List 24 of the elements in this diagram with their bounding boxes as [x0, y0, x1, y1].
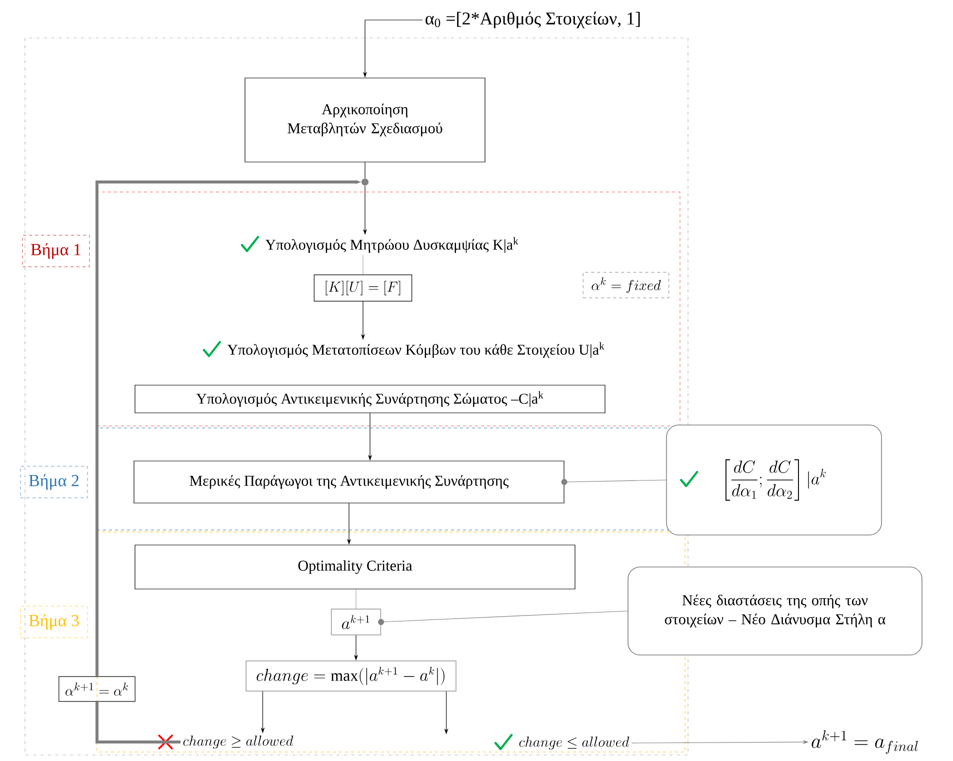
- step-text: Υπολογισμός Μητρώου Δυσκαμψίας K|a$^{k}$: [265, 237, 518, 253]
- process-box: Αρχικοποίηση Μεταβλητών Σχεδιασμού: [244, 78, 486, 162]
- step-text: Υπολογισμός Μετατοπίσεων Κόμβων του κάθε Στοιχείου U|a$^{k}$: [227, 342, 604, 358]
- formula-text: α$_{0}$ =[2*Αριθμός Στοιχείων, 1]: [426, 12, 640, 28]
- connector-line: [564, 480, 666, 482]
- condition-text: $change \geq allowed$: [183, 736, 294, 749]
- connector-line: [96, 702, 181, 744]
- condition-text: $change \leq allowed$: [519, 736, 630, 750]
- process-box: Υπολογισμός Αντικειμενικής Συνάρτησης Σώματος –C|a$^{k}$: [134, 384, 606, 414]
- variable-box: $a^{k+1}$: [331, 608, 384, 636]
- step-label: Βήμα 1: [22, 235, 90, 268]
- callout: $\left[\frac{dC}{d\alpha_1};\frac{dC}{d\alpha_2}\right]|a^{k}$: [666, 424, 882, 536]
- note-box: $\alpha^{k} = fixed$: [582, 272, 670, 298]
- process-box: Μερικές Παράγωγοι της Αντικειμενικής Συνάρτησης: [134, 460, 568, 504]
- process-box: Optimality Criteria: [134, 544, 576, 590]
- connector-line: [362, 254, 364, 275]
- result-formula: $a^{k+1} = a_{final}$: [812, 730, 918, 754]
- step-label: Βήμα 2: [20, 466, 88, 498]
- step-label: Βήμα 3: [20, 606, 88, 638]
- callout: Νέες διαστάσεις της οπής των στοιχείων – Νέο Διάνυσμα Στήλη α: [628, 566, 922, 656]
- connector-line: [364, 162, 366, 179]
- update-box: $\alpha^{k+1} = \alpha^{k}$: [58, 676, 136, 702]
- equation-box: $change = \max(|a^{k+1} - a^{k}|)$: [246, 660, 456, 692]
- equation-box: $[K][U] = [F]$: [314, 274, 412, 302]
